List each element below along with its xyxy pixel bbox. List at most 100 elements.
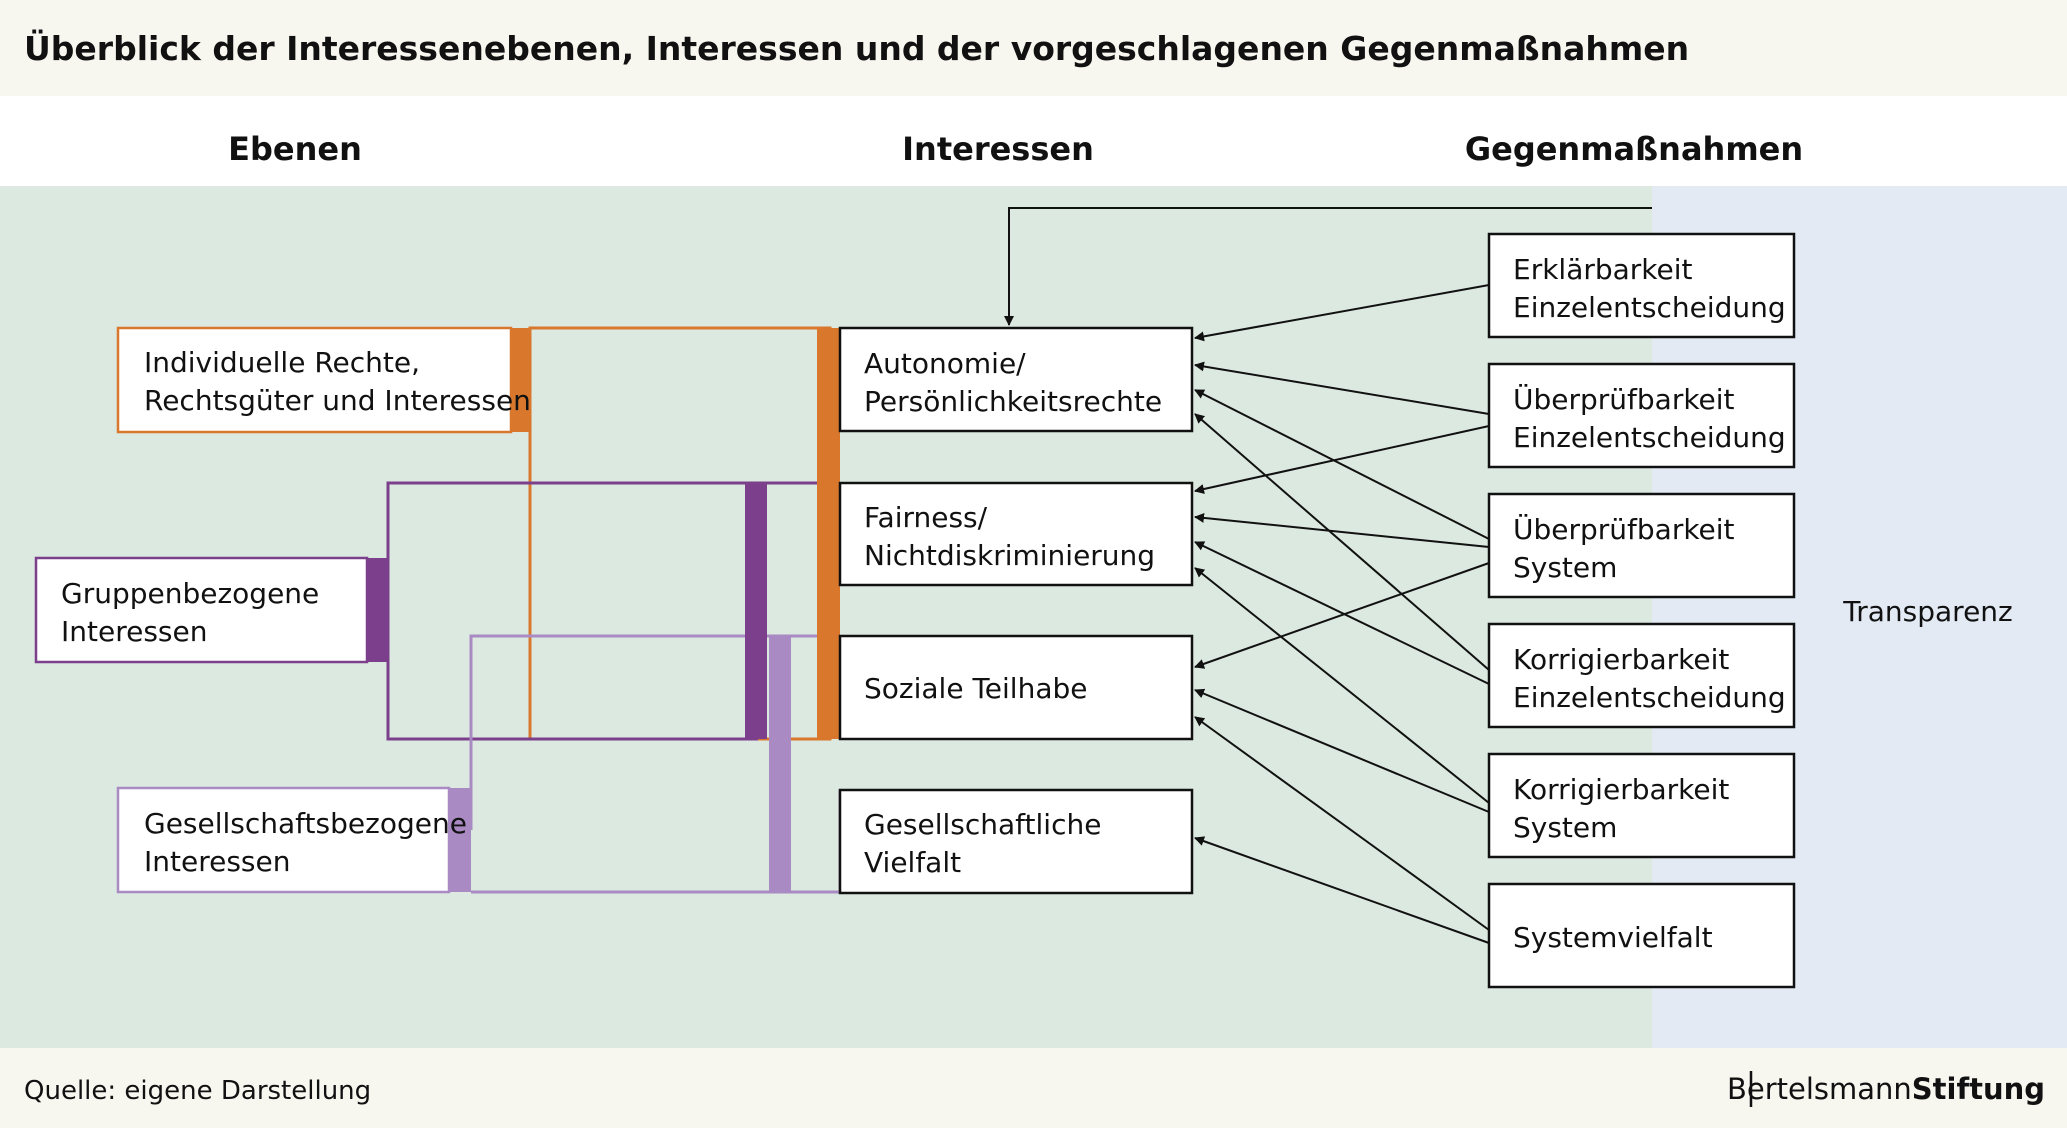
arrow-uepruef-system-teilhabe <box>1194 562 1490 669</box>
brand-logo: BertelsmannStiftung <box>1727 1072 2045 1106</box>
bar-group-right <box>745 483 767 739</box>
arrow-korr-system-fairness <box>1194 567 1490 804</box>
massnahme-label: Überprüfbarkeit System <box>1513 512 1743 584</box>
interesse-label: Fairness/ Nichtdiskriminierung <box>864 501 1155 572</box>
bar-individual-right <box>817 328 840 739</box>
header-gegenmassnahmen: Gegenmaßnahmen <box>1465 130 1803 168</box>
bar-society-right <box>769 636 791 892</box>
massnahme-label: Korrigierbarkeit System <box>1513 773 1738 844</box>
arrow-uepruef-einzel-fairness <box>1194 425 1490 494</box>
arrows <box>1004 207 1652 944</box>
ebene-box <box>34 556 369 664</box>
ebene-label-line: Rechtsgüter und Interessen <box>144 384 531 417</box>
interesse-label: Soziale Teilhabe <box>864 672 1087 705</box>
massnahme-label-line: Einzelentscheidung <box>1513 291 1786 324</box>
arrow-systemvielfalt-vielfalt <box>1194 836 1490 944</box>
bar-individual-left <box>511 328 531 432</box>
ebene-gesellschaft: Gesellschaftsbezogene Interessen <box>116 786 476 894</box>
interesse-teilhabe: Soziale Teilhabe <box>838 634 1194 741</box>
ebene-label-line: Individuelle Rechte, <box>144 346 420 379</box>
bar-society-left <box>449 788 471 892</box>
arrow-korr-system-teilhabe <box>1194 688 1490 813</box>
ebenen-boxes: Individuelle Rechte, Rechtsgüter und Int… <box>34 326 531 894</box>
massnahme-label: Erklärbarkeit Einzelentscheidung <box>1513 253 1786 324</box>
page-title: Überblick der Interessenebenen, Interess… <box>24 28 1689 68</box>
massnahme-label: Systemvielfalt <box>1513 921 1713 954</box>
massnahme-label-line: Einzelentscheidung <box>1513 421 1786 454</box>
massnahme-label-line: Korrigierbarkeit <box>1513 773 1729 806</box>
massnahme-korrigierbarkeit-einzel: Korrigierbarkeit Einzelentscheidung <box>1487 622 1796 729</box>
massnahme-label: Korrigierbarkeit Einzelentscheidung <box>1513 643 1786 714</box>
interesse-autonomie: Autonomie/ Persönlichkeitsrechte <box>838 326 1194 433</box>
arrow-uepruef-system-fairness <box>1194 512 1490 548</box>
massnahme-ueberpruefbarkeit-einzel: Überprüfbarkeit Einzelentscheidung <box>1487 362 1796 469</box>
header-interessen: Interessen <box>902 130 1094 168</box>
ebene-label: Gruppenbezogene Interessen <box>61 577 328 648</box>
footer-band <box>0 1048 2067 1128</box>
interesse-label-line: Nichtdiskriminierung <box>864 539 1155 572</box>
arrow-systemvielfalt-teilhabe <box>1194 716 1490 931</box>
source-note: Quelle: eigene Darstellung <box>24 1076 371 1106</box>
group-connector-bottom <box>386 592 758 741</box>
massnahme-box <box>1487 362 1796 469</box>
header-band <box>0 96 2067 186</box>
bar-group-left <box>367 558 389 662</box>
interesse-vielfalt: Gesellschaftliche Vielfalt <box>838 788 1194 895</box>
header-ebenen: Ebenen <box>228 130 362 168</box>
ebene-box <box>116 786 451 894</box>
ebene-box <box>116 326 513 434</box>
interesse-label: Gesellschaftliche Vielfalt <box>864 808 1110 879</box>
massnahme-label-line: System <box>1513 551 1617 584</box>
arrow-uepruef-system-autonomie <box>1194 389 1490 540</box>
brand-name-regular: Bertelsmann <box>1727 1072 1912 1106</box>
interesse-box <box>838 481 1194 587</box>
interesse-box <box>838 788 1194 895</box>
massnahme-label: Überprüfbarkeit Einzelentscheidung <box>1513 382 1786 454</box>
arrow-uepruef-einzel-autonomie <box>1194 361 1490 415</box>
massnahme-label-line: Einzelentscheidung <box>1513 681 1786 714</box>
arrow-korr-einzel-fairness <box>1194 541 1490 685</box>
ebene-label: Individuelle Rechte, Rechtsgüter und Int… <box>144 346 531 417</box>
ebene-label: Gesellschaftsbezogene Interessen <box>144 807 476 878</box>
ebene-gruppe: Gruppenbezogene Interessen <box>34 556 369 664</box>
arrow-transparenz-autonomie <box>1004 207 1652 326</box>
gegenmassnahmen-boxes: Erklärbarkeit Einzelentscheidung Überprü… <box>1487 232 1796 989</box>
massnahme-erklaerbarkeit: Erklärbarkeit Einzelentscheidung <box>1487 232 1796 339</box>
ebene-label-line: Interessen <box>144 845 290 878</box>
massnahme-label-line: Überprüfbarkeit <box>1513 382 1735 416</box>
ebene-label-line: Gesellschaftsbezogene <box>144 807 467 840</box>
interesse-box <box>838 326 1194 433</box>
arrow-erklaer-autonomie <box>1194 284 1490 342</box>
interesse-fairness: Fairness/ Nichtdiskriminierung <box>838 481 1194 587</box>
ebene-label-line: Gruppenbezogene <box>61 577 319 610</box>
ebene-individuell: Individuelle Rechte, Rechtsgüter und Int… <box>116 326 531 434</box>
interesse-label-line: Soziale Teilhabe <box>864 672 1087 705</box>
interesse-label-line: Autonomie/ <box>864 347 1026 380</box>
society-connector <box>469 634 840 830</box>
massnahme-systemvielfalt: Systemvielfalt <box>1487 882 1796 989</box>
massnahme-label-line: System <box>1513 811 1617 844</box>
massnahme-box <box>1487 622 1796 729</box>
massnahme-ueberpruefbarkeit-system: Überprüfbarkeit System <box>1487 492 1796 599</box>
ebene-label-line: Interessen <box>61 615 207 648</box>
interesse-label-line: Gesellschaftliche <box>864 808 1101 841</box>
brand-name-bold: Stiftung <box>1912 1072 2045 1106</box>
interesse-box <box>838 634 1194 741</box>
arrow-korr-einzel-autonomie <box>1194 413 1490 671</box>
interessen-boxes: Autonomie/ Persönlichkeitsrechte Fairnes… <box>838 326 1194 895</box>
massnahme-label-line: Systemvielfalt <box>1513 921 1713 954</box>
massnahme-label-line: Überprüfbarkeit <box>1513 512 1735 546</box>
interesse-label: Autonomie/ Persönlichkeitsrechte <box>864 347 1162 418</box>
massnahme-label-line: Korrigierbarkeit <box>1513 643 1729 676</box>
interesse-label-line: Fairness/ <box>864 501 988 534</box>
massnahme-box <box>1487 882 1796 989</box>
massnahme-korrigierbarkeit-system: Korrigierbarkeit System <box>1487 752 1796 859</box>
title-band <box>0 0 2067 96</box>
interesse-label-line: Persönlichkeitsrechte <box>864 385 1162 418</box>
massnahme-label-line: Erklärbarkeit <box>1513 253 1693 286</box>
group-connector <box>386 481 840 592</box>
massnahme-box <box>1487 492 1796 599</box>
interesse-label-line: Vielfalt <box>864 846 961 879</box>
